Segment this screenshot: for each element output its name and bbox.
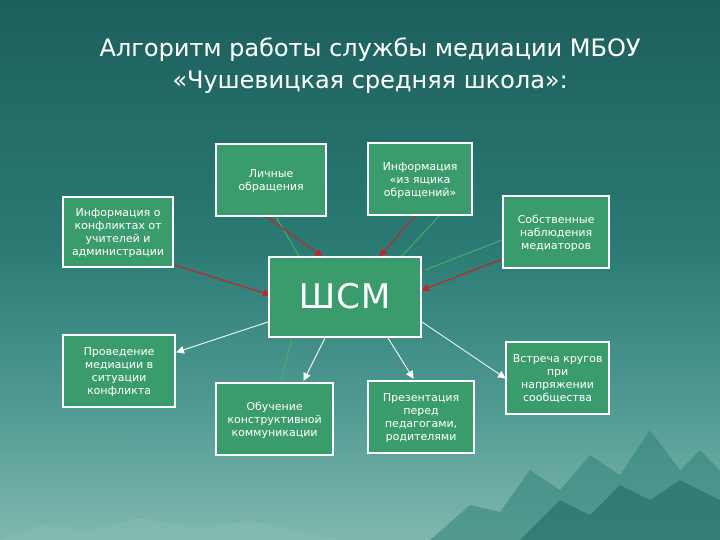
node-mailbox-info: Информация «из ящика обращений» — [367, 142, 473, 216]
node-training-label: Обучение конструктивной коммуникации — [227, 399, 322, 439]
arrow-center-to-circles — [421, 321, 506, 379]
center-node-shsm: ШСМ — [268, 256, 422, 338]
node-circles-label: Встреча кругов при напряжении сообщества — [512, 352, 603, 404]
arrow-center-to-training — [303, 337, 326, 381]
arrow-teachers-to-center — [174, 264, 271, 297]
title-line-1: Алгоритм работы службы медиации МБОУ — [99, 34, 641, 62]
node-teachers-info: Информация о конфликтах от учителей и ад… — [62, 196, 174, 268]
node-personal-appeals-label: Личные обращения — [238, 167, 304, 193]
node-personal-appeals: Личные обращения — [215, 143, 327, 217]
node-circles: Встреча кругов при напряжении сообщества — [505, 341, 610, 415]
guide-line — [424, 239, 503, 271]
arrow-center-to-mediation — [176, 321, 269, 354]
title-line-2: «Чушевицкая средняя школа»: — [172, 66, 568, 94]
node-mediation-label: Проведение медиации в ситуации конфликта — [83, 345, 155, 397]
center-node-label: ШСМ — [298, 276, 392, 317]
node-mediator-observations: Собственные наблюдения медиаторов — [502, 195, 610, 269]
node-training: Обучение конструктивной коммуникации — [215, 382, 334, 456]
guide-line — [274, 214, 301, 259]
node-mediator-observations-label: Собственные наблюдения медиаторов — [517, 212, 595, 252]
node-mailbox-info-label: Информация «из ящика обращений» — [382, 159, 458, 199]
node-presentation-label: Презентация перед педагогами, родителями — [382, 391, 460, 443]
arrow-observations-to-center — [421, 256, 509, 292]
arrow-personal-to-center — [264, 215, 323, 257]
node-mediation: Проведение медиации в ситуации конфликта — [62, 334, 176, 408]
node-teachers-info-label: Информация о конфликтах от учителей и ад… — [71, 206, 165, 258]
page-title: Алгоритм работы службы медиации МБОУ «Чу… — [60, 32, 680, 96]
arrow-mailbox-to-center — [379, 215, 416, 257]
node-presentation: Презентация перед педагогами, родителями — [367, 380, 475, 454]
arrow-center-to-presentation — [387, 337, 414, 379]
guide-line — [279, 337, 293, 386]
guide-line — [399, 214, 441, 259]
